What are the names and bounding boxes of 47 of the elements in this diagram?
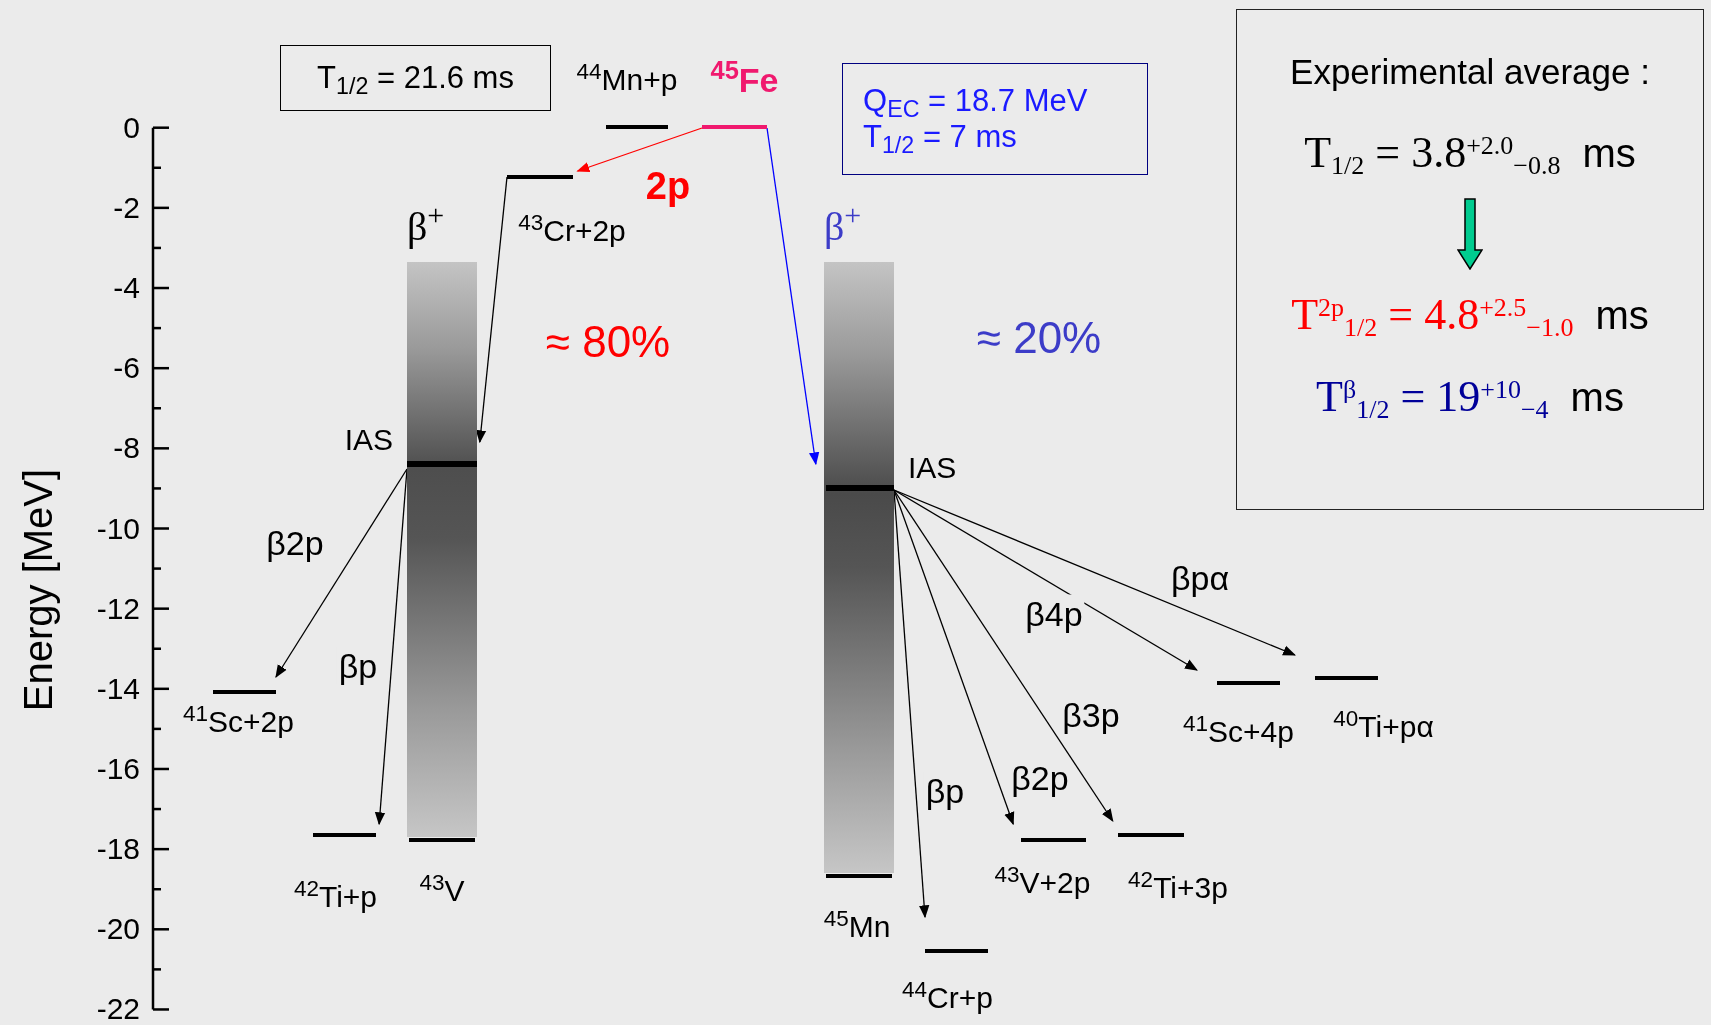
axis-tick-label: 0 bbox=[123, 111, 140, 144]
level-label: $^{45}$Mn bbox=[823, 910, 891, 944]
axis-tick-label: -10 bbox=[96, 512, 140, 545]
decay-info-text: Q$_{EC}$ = 18.7 MeV bbox=[863, 83, 1089, 119]
decay-arrow bbox=[766, 127, 820, 466]
decay-arrow bbox=[275, 468, 408, 679]
level-label: $^{40}$Ti+pα bbox=[1333, 710, 1434, 744]
level-label: $^{41}$Sc+2p bbox=[183, 705, 294, 739]
level-label: $^{43}$V+2p bbox=[994, 866, 1091, 900]
decay-arrow bbox=[893, 489, 1297, 656]
axis-tick-label: -6 bbox=[113, 352, 140, 385]
half-life-text: T$_{1/2}$ = 21.6 ms bbox=[317, 58, 514, 101]
axis-tick-label: -16 bbox=[96, 752, 140, 785]
decay-info-box bbox=[842, 63, 1148, 175]
axis-tick-label: -8 bbox=[113, 432, 140, 465]
beta-plus-label: β$^{+}$ bbox=[407, 205, 445, 249]
level-label: $^{42}$Ti+3p bbox=[1128, 871, 1228, 905]
beta-plus-label: β$^{+}$ bbox=[824, 205, 862, 249]
axis-tick-label: -12 bbox=[96, 592, 140, 625]
level-label: $^{43}$V bbox=[419, 874, 465, 908]
level-label: $^{45}$Fe bbox=[710, 63, 779, 97]
level-label: $^{42}$Ti+p bbox=[293, 880, 378, 914]
level-label: $^{44}$Cr+p bbox=[902, 981, 993, 1015]
branching-ratio-label: ≈ 20% bbox=[976, 313, 1102, 362]
unit-text: ms bbox=[1582, 130, 1636, 177]
level-label: $^{41}$Sc+4p bbox=[1183, 715, 1294, 749]
result-panel bbox=[1236, 9, 1704, 510]
unit-text: ms bbox=[1570, 374, 1624, 421]
axis-tick-label: -4 bbox=[113, 272, 140, 304]
axis-tick-label: -18 bbox=[96, 833, 140, 866]
axis-tick-label: -14 bbox=[96, 672, 140, 705]
level-label: IAS bbox=[908, 451, 957, 485]
level-label: $^{44}$Mn+p bbox=[576, 63, 678, 97]
decay-arrow bbox=[576, 127, 703, 173]
axis-tick-label: -2 bbox=[113, 191, 140, 224]
axis-tick-label: -22 bbox=[96, 993, 140, 1025]
decay-arrow bbox=[893, 489, 1114, 823]
level-label: IAS bbox=[344, 423, 393, 457]
branching-ratio-label: ≈ 80% bbox=[545, 317, 671, 366]
panel-heading: Experimental average : bbox=[1290, 51, 1650, 93]
axis-tick-label: -20 bbox=[96, 913, 140, 946]
decay-arrow bbox=[893, 489, 1198, 671]
half-life-box bbox=[280, 45, 551, 111]
level-label: $^{43}$Cr+2p bbox=[518, 214, 626, 248]
unit-text: ms bbox=[1595, 292, 1649, 339]
axis-title: Energy [MeV] bbox=[16, 468, 60, 712]
decay-info-text: T$_{1/2}$ = 7 ms bbox=[863, 119, 1018, 155]
